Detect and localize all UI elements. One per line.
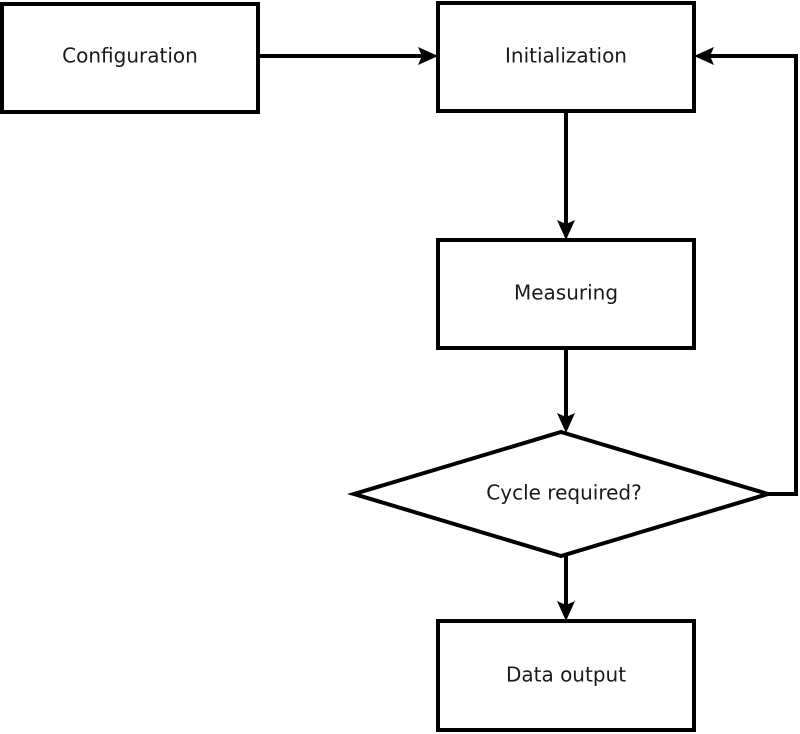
cycle-required-label: Cycle required? <box>486 481 641 505</box>
measuring-box[interactable] <box>436 238 696 350</box>
arrowhead-into-cycle-required-top <box>557 413 575 433</box>
node-initialization[interactable]: Initialization <box>436 1 696 113</box>
data-output-box[interactable] <box>436 619 696 732</box>
edge-configuration-to-initialization <box>258 47 438 65</box>
configuration-box[interactable] <box>0 2 260 114</box>
configuration-label: Configuration <box>62 44 198 68</box>
node-data-output[interactable]: Data output <box>436 619 696 732</box>
arrowhead-into-data-output-top <box>557 601 575 621</box>
edge-initialization-to-measuring <box>557 111 575 240</box>
node-configuration[interactable]: Configuration <box>0 2 260 114</box>
arrowhead-into-initialization-left <box>418 47 438 65</box>
arrowhead-into-initialization-right <box>694 47 714 65</box>
data-output-label: Data output <box>506 663 626 687</box>
arrowhead-into-measuring-top <box>557 220 575 240</box>
initialization-label: Initialization <box>505 44 627 68</box>
edge-cycle-required-to-data-output <box>557 556 575 621</box>
edge-line-feedback-loop <box>710 54 798 496</box>
node-measuring[interactable]: Measuring <box>436 238 696 350</box>
initialization-box[interactable] <box>436 1 696 113</box>
measuring-label: Measuring <box>514 281 618 305</box>
cycle-required-diamond[interactable] <box>347 429 775 559</box>
node-cycle-required[interactable]: Cycle required? <box>347 429 775 559</box>
edge-measuring-to-cycle-required <box>557 348 575 433</box>
edge-cycle-required-feedback-to-initialization <box>694 47 798 496</box>
